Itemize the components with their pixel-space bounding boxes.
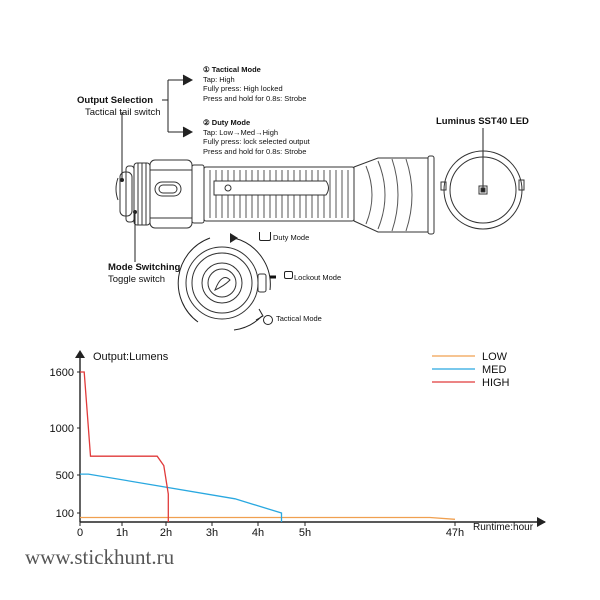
led-bezel-front-view bbox=[440, 150, 525, 230]
tactical-mode-block: ① Tactical Mode Tap: High Fully press: H… bbox=[203, 65, 403, 103]
duty-mode-icon bbox=[259, 232, 271, 241]
chart-series bbox=[80, 371, 456, 522]
y-tick-label: 1000 bbox=[50, 423, 74, 435]
tactical-mode-line: Fully press: High locked bbox=[203, 84, 283, 93]
series-line-med bbox=[80, 473, 283, 522]
y-tick-label: 100 bbox=[56, 508, 74, 520]
x-tick-label: 0 bbox=[77, 527, 83, 539]
x-tick-label: 5h bbox=[299, 527, 311, 539]
duty-mode-label: Duty Mode bbox=[273, 233, 310, 242]
series-line-low bbox=[80, 516, 456, 520]
led-label: Luminus SST40 LED bbox=[436, 116, 529, 127]
duty-mode-heading: ② Duty Mode bbox=[203, 118, 251, 127]
legend-label-med: MED bbox=[482, 364, 507, 376]
tactical-crosshair-icon bbox=[263, 315, 273, 325]
lock-icon bbox=[284, 271, 293, 279]
x-tick-label: 3h bbox=[206, 527, 218, 539]
y-tick-label: 1600 bbox=[50, 367, 74, 379]
duty-mode-line: Tap: Low→Med→High bbox=[203, 127, 279, 137]
y-tick-label: 500 bbox=[56, 470, 74, 482]
lockout-mode-label: Lockout Mode bbox=[294, 273, 342, 282]
duty-mode-block: ② Duty Mode Tap: Low→Med→High Fully pres… bbox=[203, 118, 403, 156]
output-selection-title: Output Selection bbox=[77, 95, 153, 106]
mode-switching-subtitle: Toggle switch bbox=[108, 274, 166, 285]
series-line-high bbox=[80, 371, 169, 522]
tactical-mode-heading: ① Tactical Mode bbox=[203, 65, 261, 74]
x-tick-label: 4h bbox=[252, 527, 264, 539]
x-tick-label: 1h bbox=[116, 527, 128, 539]
x-tick-label: 47h bbox=[446, 527, 464, 539]
flashlight-body bbox=[115, 155, 435, 235]
tactical-mode-line: Press and hold for 0.8s: Strobe bbox=[203, 93, 307, 103]
chart-ticks: 100 500 1000 1600 0 1h 2h 3h 4h 5h 47h bbox=[50, 367, 465, 539]
tactical-mode-line: Tap: High bbox=[203, 74, 235, 84]
tactical-mode-label: Tactical Mode bbox=[276, 314, 322, 323]
duty-mode-line: Press and hold for 0.8s: Strobe bbox=[203, 146, 307, 156]
x-tick-label: 2h bbox=[160, 527, 172, 539]
mode-switching-title: Mode Switching bbox=[108, 262, 181, 273]
y-axis-label: Output:Lumens bbox=[93, 351, 169, 363]
x-axis-arrow bbox=[537, 517, 546, 527]
watermark: www.stickhunt.ru bbox=[25, 545, 175, 569]
tail-cap-rear-view bbox=[177, 233, 276, 331]
legend-label-high: HIGH bbox=[482, 377, 510, 389]
duty-mode-line: Fully press: lock selected output bbox=[203, 137, 310, 146]
flashlight-illustration bbox=[115, 74, 525, 331]
legend-label-low: LOW bbox=[482, 351, 508, 363]
x-axis-label: Runtime:hour bbox=[473, 522, 534, 533]
output-selection-subtitle: Tactical tail switch bbox=[85, 107, 161, 118]
y-axis-arrow bbox=[75, 350, 85, 358]
chart-axes bbox=[75, 350, 546, 527]
